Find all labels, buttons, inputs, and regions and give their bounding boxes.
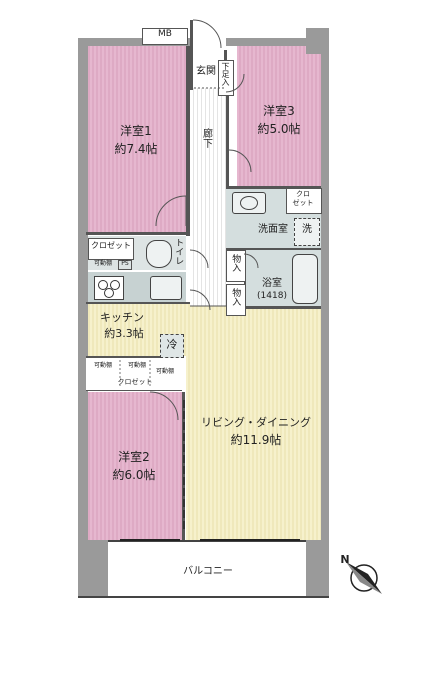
- shoe-storage: [218, 60, 234, 96]
- toilet-shelf-label: 可動棚: [93, 260, 112, 267]
- storage-1-label: 物入: [230, 254, 241, 272]
- partition-bath-bottom: [226, 306, 321, 309]
- balcony-wall-right: [306, 540, 329, 596]
- living-name: リビング・ダイニング: [201, 416, 311, 429]
- burner-1: [98, 280, 108, 290]
- partition-w1-toilet: [86, 232, 190, 235]
- meter-box-label: MB: [158, 29, 172, 39]
- corridor-name: 廊下: [200, 128, 212, 148]
- wall-top-right-corner: [306, 28, 329, 54]
- storage-2-label: 物入: [230, 288, 241, 306]
- laundry-label: 洗: [302, 224, 312, 235]
- fridge-label: 冷: [166, 338, 178, 351]
- western-room-3-name: 洋室3: [263, 104, 295, 118]
- burner-3: [104, 288, 114, 298]
- toilet-closet: [88, 238, 134, 260]
- kitchen-closet-row: [86, 358, 182, 391]
- corridor-area: [190, 88, 226, 306]
- balcony-wall-left: [78, 540, 108, 596]
- compass-label: N: [340, 553, 350, 566]
- shoe-storage-label: 下足入: [221, 62, 230, 86]
- western-room-2: [86, 392, 182, 540]
- kitchen-name: キッチン: [100, 311, 144, 324]
- basin-bowl: [240, 196, 258, 210]
- outer-wall-top-left: [78, 38, 190, 46]
- kitchen-size: 約3.3帖: [104, 327, 144, 340]
- washroom-closet-label: クロゼット: [292, 190, 314, 207]
- partition-w3-wash: [226, 186, 321, 189]
- bathtub: [292, 254, 318, 304]
- western-room-1-size: 約7.4帖: [114, 142, 158, 156]
- outer-wall-left: [78, 38, 88, 542]
- washroom-closet: [286, 188, 322, 214]
- toilet-label: トイレ: [173, 238, 184, 265]
- outer-wall-right: [321, 28, 329, 542]
- bath-name: 浴室: [262, 278, 282, 289]
- balcony-name: バルコニー: [183, 566, 233, 577]
- outer-wall-top-right: [226, 38, 329, 46]
- kitchen-closet-label: クロゼット: [117, 378, 153, 386]
- partition-corridor-w3: [226, 88, 229, 188]
- compass-icon: [346, 562, 382, 594]
- western-room-1-name: 洋室1: [120, 124, 152, 138]
- western-room-3: [237, 46, 321, 186]
- meter-box: [142, 28, 188, 45]
- refrigerator-space: [160, 334, 184, 358]
- laundry-space: [294, 218, 320, 246]
- toilet-bowl: [146, 240, 172, 268]
- storage-closet-1: [226, 250, 246, 282]
- partition-w1-corridor: [186, 46, 190, 236]
- washroom-name: 洗面室: [258, 224, 288, 235]
- living-dining-area: [186, 304, 321, 540]
- western-room-2-name: 洋室2: [118, 450, 150, 464]
- entrance-name: 玄関: [196, 66, 216, 77]
- toilet-closet-label: クロゼット: [91, 241, 131, 250]
- burner-2: [110, 280, 120, 290]
- shelf-label-3: 可動棚: [155, 368, 174, 375]
- kitchen-sink: [150, 276, 182, 300]
- living-size: 約11.9帖: [230, 433, 282, 447]
- shelf-label-1: 可動棚: [93, 362, 112, 369]
- balcony-area: [108, 542, 306, 596]
- pipe-space: [118, 260, 132, 270]
- storage-closet-2: [226, 284, 246, 316]
- bath-size: (1418): [257, 291, 287, 301]
- shelf-label-2: 可動棚: [127, 362, 146, 369]
- pipe-space-label: PS: [121, 260, 129, 267]
- partition-entrance-left: [190, 20, 193, 90]
- balcony-floor-line: [78, 596, 329, 598]
- partition-wash-bath: [226, 248, 321, 250]
- partition-kitchen-top: [86, 302, 190, 304]
- western-room-3-size: 約5.0帖: [257, 122, 301, 136]
- partition-kitchen-w2: [86, 356, 182, 358]
- western-room-2-size: 約6.0帖: [112, 468, 156, 482]
